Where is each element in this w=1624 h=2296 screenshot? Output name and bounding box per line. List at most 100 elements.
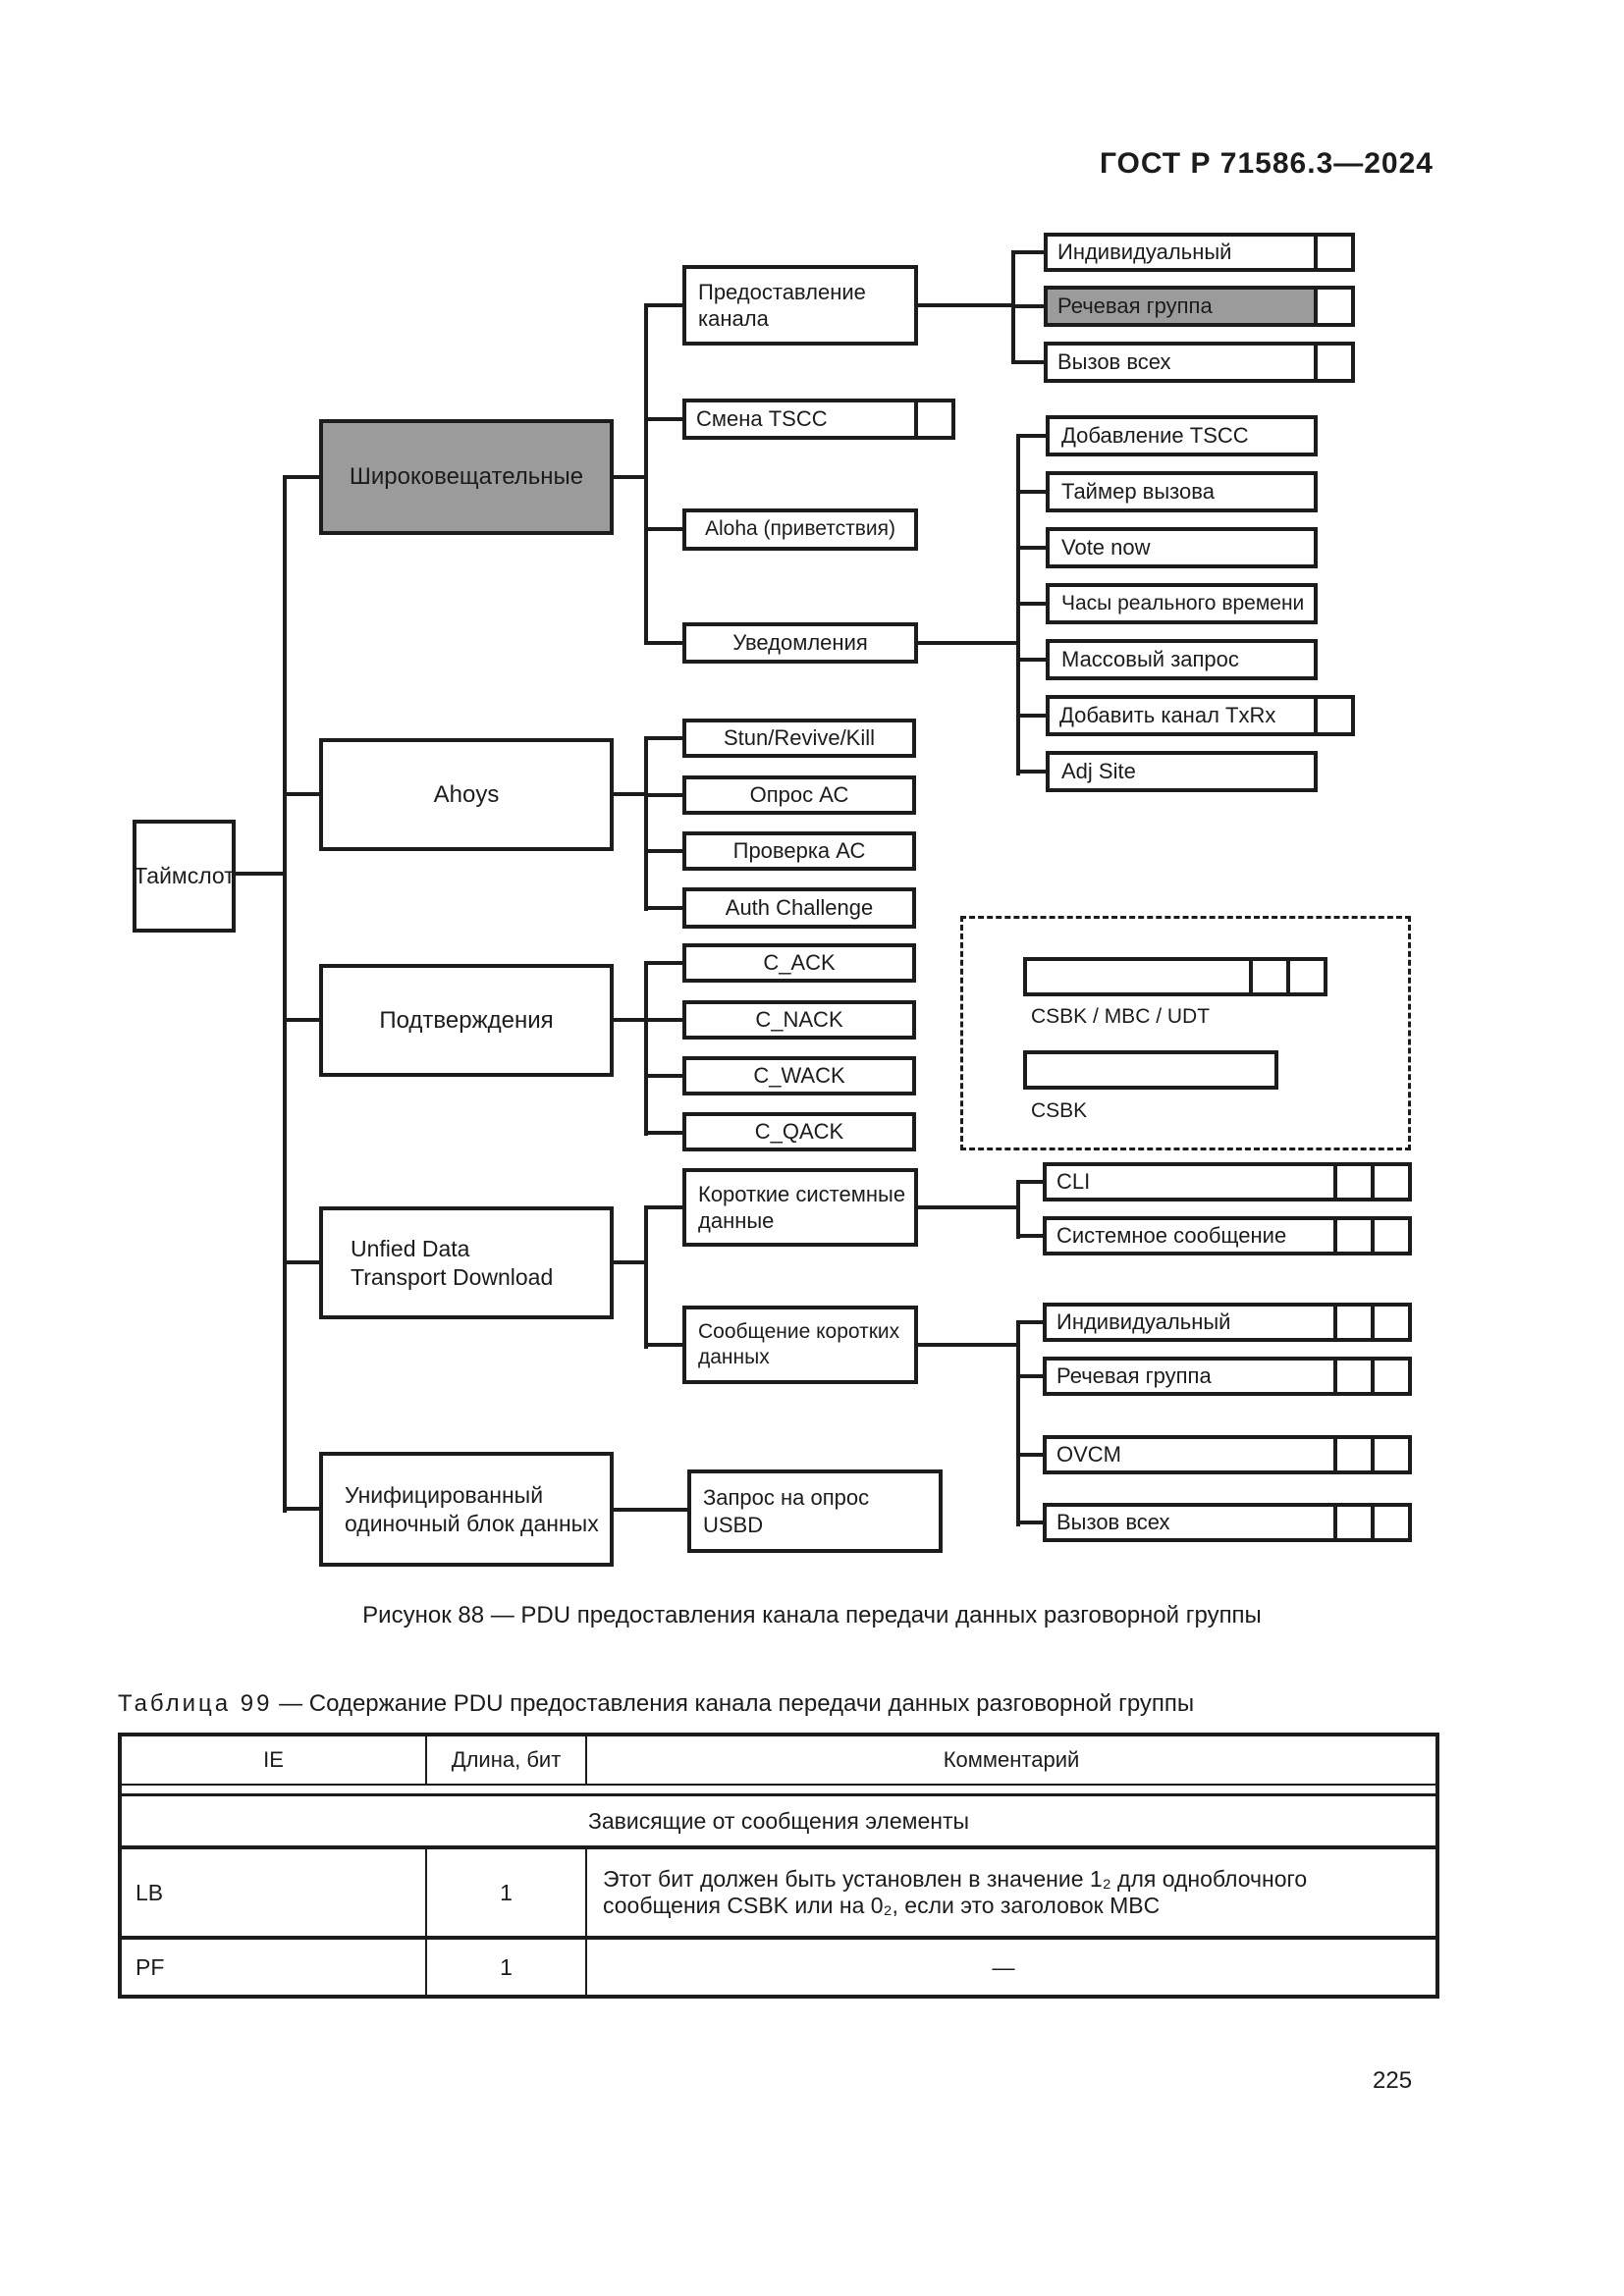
legend-sample-csbk xyxy=(1023,1050,1278,1090)
node-tscc-change: Смена TSCC xyxy=(682,399,955,440)
node-aloha-label: Aloha (приветствия) xyxy=(705,517,895,541)
node-c-qack: C_QACK xyxy=(682,1112,916,1151)
connector-line xyxy=(644,961,648,1136)
node-notifications-label: Уведомления xyxy=(732,630,868,656)
table-header-row: IE Длина, бит Комментарий xyxy=(122,1736,1435,1786)
node-check-ac: Проверка АС xyxy=(682,831,916,871)
connector-line xyxy=(1016,434,1046,438)
bit-cell xyxy=(914,402,951,436)
bit-cell xyxy=(1333,1166,1371,1198)
node-c-ack: C_ACK xyxy=(682,943,916,983)
node-individual-top: Индивидуальный xyxy=(1044,233,1355,272)
cell-comment: — xyxy=(992,1953,1015,1980)
node-all-call-bottom: Вызов всех xyxy=(1043,1503,1412,1542)
node-timeslot: Таймслот xyxy=(133,820,236,933)
connector-line xyxy=(1016,602,1046,606)
node-real-time-clock: Часы реального времени xyxy=(1046,583,1318,624)
node-usbd-request-label: Запрос на опрос USBD xyxy=(703,1485,870,1537)
legend-label-csbk: CSBK xyxy=(1031,1099,1088,1122)
legend-label-csbk-mbc-udt: CSBK / MBC / UDT xyxy=(1031,1005,1211,1028)
cell-comment: Этот бит должен быть установлен в значен… xyxy=(603,1866,1308,1918)
connector-line xyxy=(644,961,682,965)
node-auth-challenge: Auth Challenge xyxy=(682,887,916,929)
cell-ie: LB xyxy=(122,1849,427,1936)
node-c-nack: C_NACK xyxy=(682,1000,916,1040)
node-tscc-add-label: Добавление TSCC xyxy=(1061,423,1249,449)
connector-line xyxy=(644,1074,682,1078)
node-adj-site-label: Adj Site xyxy=(1061,759,1136,784)
connector-line xyxy=(644,1205,682,1209)
node-short-data-message: Сообщение коротких данных xyxy=(682,1306,918,1384)
node-channel-grant: Предоставление канала xyxy=(682,265,918,346)
column-header-comment: Комментарий xyxy=(943,1747,1080,1772)
bit-cell xyxy=(1333,1220,1371,1252)
column-header-ie: IE xyxy=(122,1736,427,1784)
node-short-system-data-label: Короткие системные данные xyxy=(698,1181,906,1234)
node-auth-challenge-label: Auth Challenge xyxy=(725,895,874,921)
bit-cell xyxy=(1314,290,1351,323)
bit-cell xyxy=(1371,1166,1408,1198)
connector-line xyxy=(1011,250,1044,254)
table-title-text: — Содержание PDU предоставления канала п… xyxy=(272,1690,1195,1717)
column-header-length: Длина, бит xyxy=(427,1736,587,1784)
node-all-call-top: Вызов всех xyxy=(1044,342,1355,383)
node-ovcm: OVCM xyxy=(1043,1435,1412,1474)
bit-cell xyxy=(1333,1361,1371,1392)
bit-cell xyxy=(1314,699,1351,732)
connector-line xyxy=(1016,1320,1020,1526)
node-voice-group-bottom: Речевая группа xyxy=(1043,1357,1412,1396)
node-stun-revive-kill-label: Stun/Revive/Kill xyxy=(723,725,876,751)
node-tscc-change-label: Смена TSCC xyxy=(696,406,828,431)
connector-line xyxy=(283,475,319,479)
node-timeslot-label: Таймслот xyxy=(134,863,235,889)
connector-line xyxy=(644,736,682,740)
node-poll-ac: Опрос АС xyxy=(682,775,916,815)
connector-line xyxy=(1011,360,1044,364)
node-c-wack-label: C_WACK xyxy=(753,1063,845,1089)
connector-line xyxy=(1016,1453,1043,1457)
bit-cell xyxy=(1333,1307,1371,1338)
node-channel-grant-label: Предоставление канала xyxy=(698,279,866,332)
node-cli-label: CLI xyxy=(1056,1169,1091,1194)
page-number: 225 xyxy=(1373,2067,1413,2094)
node-short-data-message-label: Сообщение коротких данных xyxy=(698,1319,900,1368)
table-title: Таблица 99 — Содержание PDU предоставлен… xyxy=(118,1690,1194,1718)
connector-line xyxy=(614,1018,648,1022)
connector-line xyxy=(644,736,648,911)
node-confirmations: Подтверждения xyxy=(319,964,614,1077)
connector-line xyxy=(283,475,287,1513)
connector-line xyxy=(1016,1234,1043,1238)
connector-line xyxy=(644,1018,682,1022)
node-add-channel-txrx: Добавить канал TxRx xyxy=(1046,695,1355,736)
connector-line xyxy=(614,1260,648,1264)
node-call-timer: Таймер вызова xyxy=(1046,471,1318,512)
connector-line xyxy=(644,303,682,307)
node-mass-request: Массовый запрос xyxy=(1046,639,1318,680)
bit-cell xyxy=(1371,1507,1408,1538)
header-separator-gap xyxy=(122,1786,1435,1793)
bit-cell xyxy=(1249,961,1286,992)
node-unified-single-block: Унифицированный одиночный блок данных xyxy=(319,1452,614,1567)
bit-cell xyxy=(1314,237,1351,268)
bit-cell xyxy=(1286,961,1324,992)
connector-line xyxy=(614,475,648,479)
table-section-header: Зависящие от сообщения элементы xyxy=(122,1793,1435,1849)
connector-line xyxy=(614,792,648,796)
node-stun-revive-kill: Stun/Revive/Kill xyxy=(682,719,916,758)
standard-reference: ГОСТ Р 71586.3—2024 xyxy=(1099,147,1434,180)
connector-line xyxy=(644,527,682,531)
connector-line xyxy=(1016,546,1046,550)
node-c-qack-label: C_QACK xyxy=(754,1119,844,1145)
node-adj-site: Adj Site xyxy=(1046,751,1318,792)
node-cli: CLI xyxy=(1043,1162,1412,1201)
bit-cell xyxy=(1333,1439,1371,1470)
connector-line xyxy=(644,906,682,910)
node-broadcast: Широковещательные xyxy=(319,419,614,535)
connector-line xyxy=(283,1507,319,1511)
bit-cell xyxy=(1371,1220,1408,1252)
table-title-label: Таблица 99 xyxy=(118,1690,273,1717)
connector-line xyxy=(918,641,1020,645)
connector-line xyxy=(1011,304,1044,308)
connector-line xyxy=(1016,1180,1043,1184)
